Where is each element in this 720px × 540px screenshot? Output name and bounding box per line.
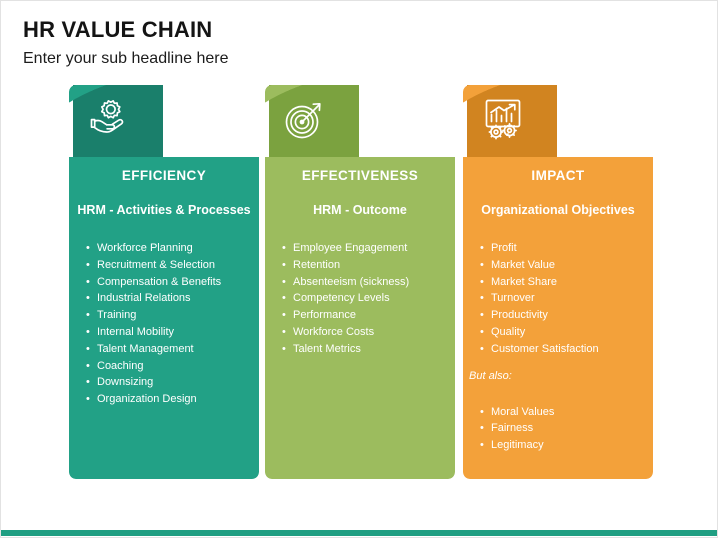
list-item: Fairness — [480, 420, 647, 437]
card-subheading: Organizational Objectives — [481, 203, 635, 217]
list-item: Training — [86, 307, 253, 324]
list-item: Internal Mobility — [86, 324, 253, 341]
card-extra-item-list: Moral ValuesFairnessLegitimacy — [469, 404, 647, 454]
card-heading: EFFICIENCY — [121, 168, 207, 183]
card-item-list: ProfitMarket ValueMarket ShareTurnoverPr… — [469, 240, 647, 358]
page-title: HR VALUE CHAIN — [23, 17, 213, 42]
card-subheading: HRM - Activities & Processes — [77, 203, 251, 217]
list-item: Workforce Costs — [282, 324, 449, 341]
card-heading: IMPACT — [531, 168, 585, 183]
card-text-block: EFFECTIVENESS HRM - Outcome Employee Eng… — [265, 157, 455, 358]
card-item-list: Employee EngagementRetentionAbsenteeism … — [271, 240, 449, 358]
list-item: Recruitment & Selection — [86, 257, 253, 274]
list-item: Talent Metrics — [282, 341, 449, 358]
list-item: Organization Design — [86, 391, 253, 408]
card-text-block: EFFICIENCY HRM - Activities & Processes … — [69, 157, 259, 408]
footer-accent-bar — [1, 530, 717, 536]
list-item: Legitimacy — [480, 437, 647, 454]
list-item: Compensation & Benefits — [86, 274, 253, 291]
page-subtitle: Enter your sub headline here — [23, 50, 229, 67]
list-item: Market Value — [480, 257, 647, 274]
card-effectiveness[interactable]: EFFECTIVENESS HRM - Outcome Employee Eng… — [265, 85, 455, 479]
list-item: Productivity — [480, 307, 647, 324]
bar-chart-gears-icon — [479, 95, 527, 143]
list-item: Performance — [282, 307, 449, 324]
list-item: Absenteeism (sickness) — [282, 274, 449, 291]
list-item: Employee Engagement — [282, 240, 449, 257]
list-item: Market Share — [480, 274, 647, 291]
card-item-list: Workforce PlanningRecruitment & Selectio… — [75, 240, 253, 408]
card-text-block: IMPACT Organizational Objectives ProfitM… — [463, 157, 653, 454]
list-item: Retention — [282, 257, 449, 274]
list-item: Turnover — [480, 290, 647, 307]
list-item: Coaching — [86, 358, 253, 375]
card-subheading: HRM - Outcome — [313, 203, 407, 217]
list-item: Moral Values — [480, 404, 647, 421]
card-heading: EFFECTIVENESS — [301, 168, 419, 183]
list-item: Talent Management — [86, 341, 253, 358]
list-item: Industrial Relations — [86, 290, 253, 307]
card-impact[interactable]: IMPACT Organizational Objectives ProfitM… — [463, 85, 653, 479]
gear-in-hand-icon — [85, 95, 133, 143]
list-item: Customer Satisfaction — [480, 341, 647, 358]
list-item: Profit — [480, 240, 647, 257]
card-note-label: But also: — [469, 369, 512, 382]
list-item: Quality — [480, 324, 647, 341]
target-arrow-icon — [281, 95, 329, 143]
list-item: Competency Levels — [282, 290, 449, 307]
list-item: Workforce Planning — [86, 240, 253, 257]
card-efficiency[interactable]: EFFICIENCY HRM - Activities & Processes … — [69, 85, 259, 479]
list-item: Downsizing — [86, 374, 253, 391]
